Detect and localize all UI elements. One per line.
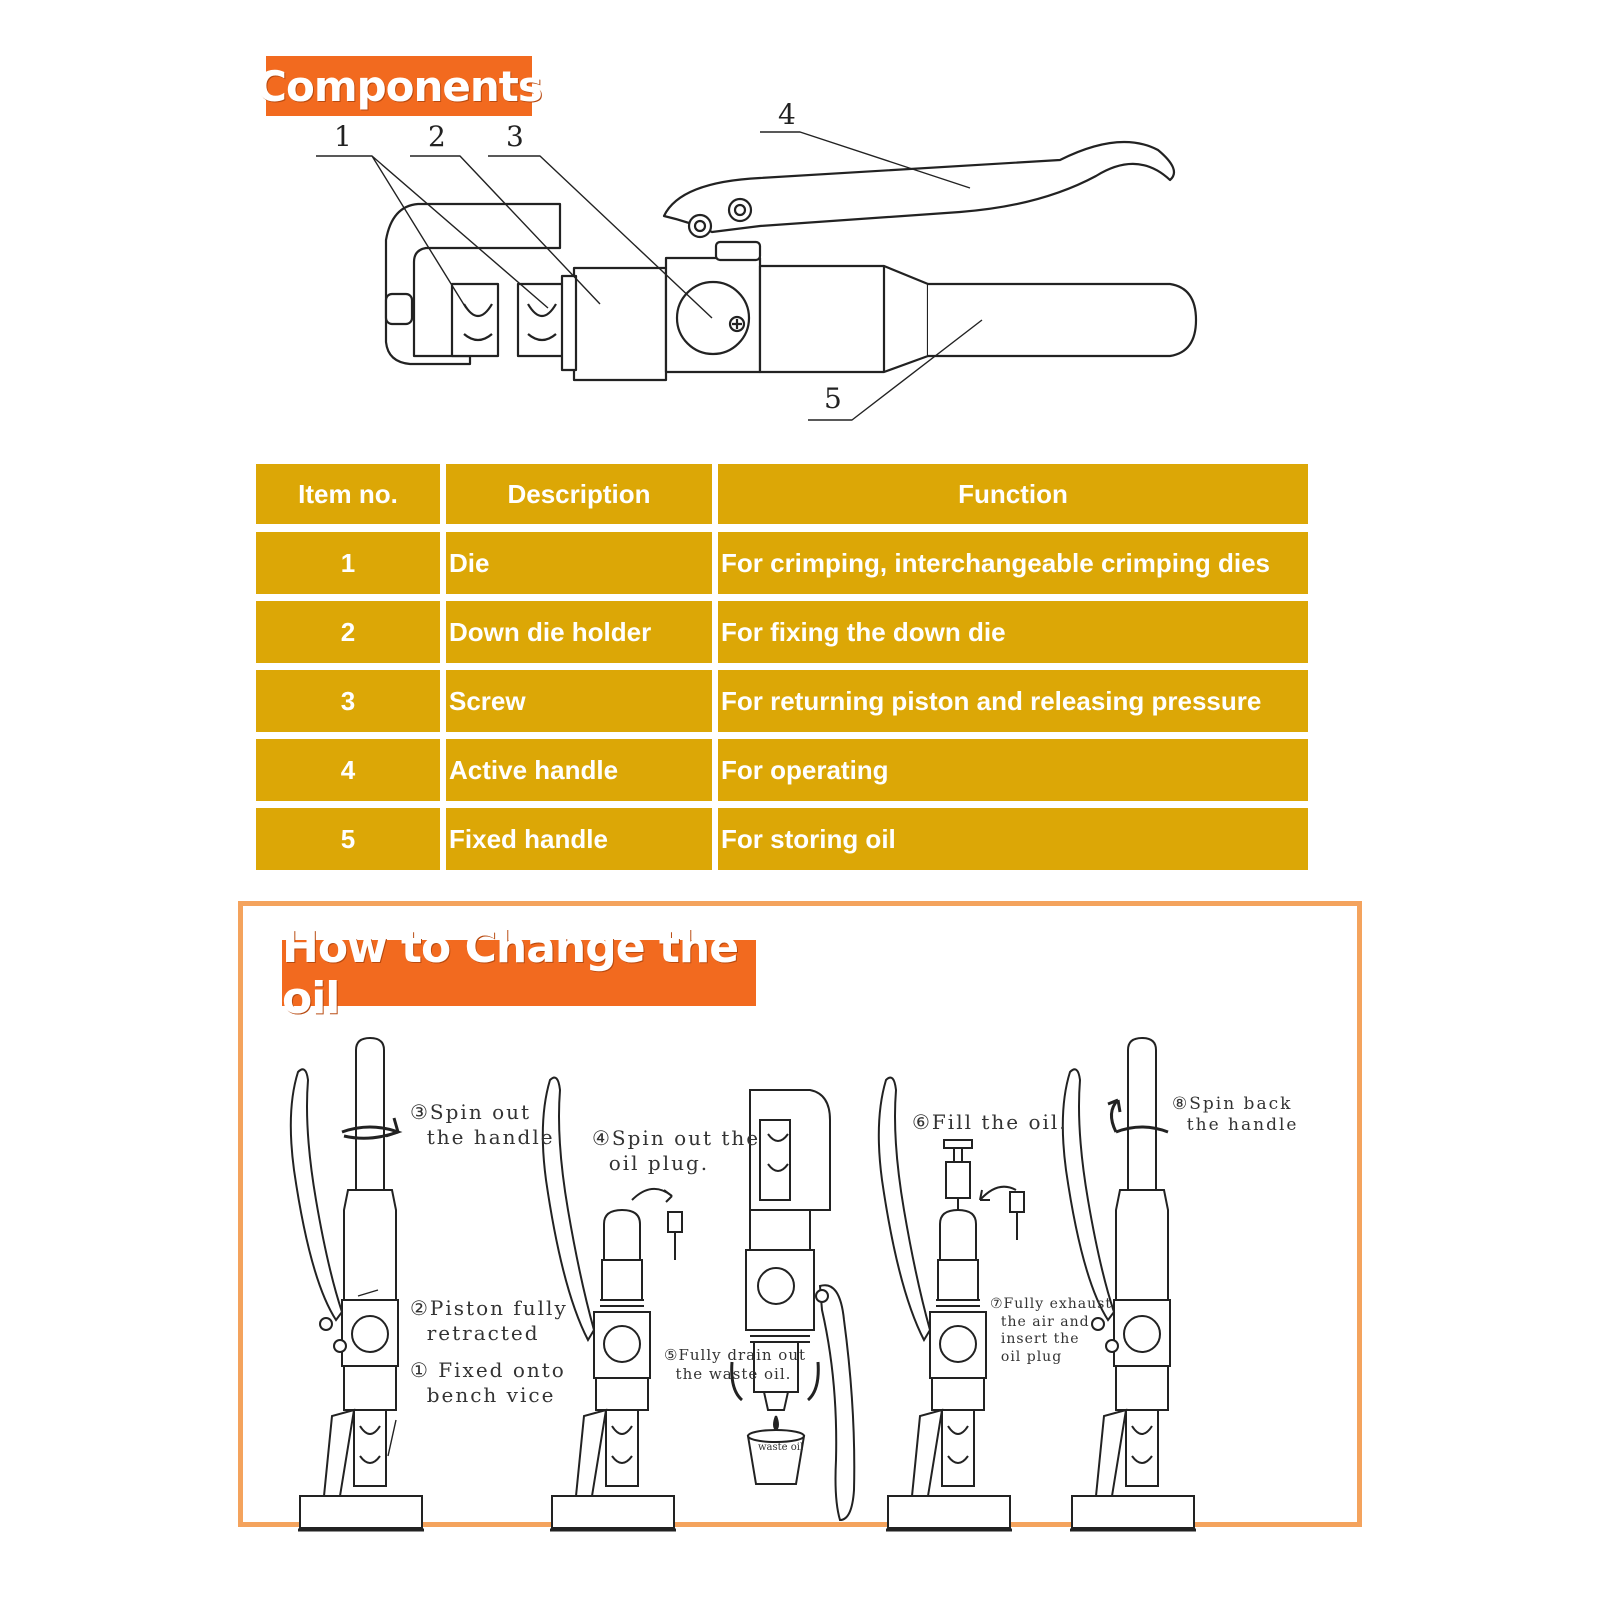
oil-change-frame <box>238 901 1362 1527</box>
row-1-item: 1 <box>256 532 440 594</box>
components-title: Components <box>256 56 543 116</box>
step-6-note: ⑥Fill the oil. <box>912 1110 1068 1134</box>
row-3-function: For returning piston and releasing press… <box>718 670 1308 732</box>
step-5-note: ⑤Fully drain out the waste oil. <box>664 1346 807 1383</box>
step-2-note: ②Piston fully retracted <box>410 1296 568 1345</box>
row-4-function: For operating <box>718 739 1308 801</box>
row-4-description: Active handle <box>446 739 712 801</box>
row-1-description: Die <box>446 532 712 594</box>
components-table: Item no. Description Function 1 Die For … <box>256 464 1308 872</box>
header-function: Function <box>718 464 1308 524</box>
row-2-function: For fixing the down die <box>718 601 1308 663</box>
callout-1: 1 <box>334 120 352 153</box>
row-3-item: 3 <box>256 670 440 732</box>
row-4-item: 4 <box>256 739 440 801</box>
callout-5: 5 <box>824 382 842 415</box>
row-3-description: Screw <box>446 670 712 732</box>
waste-oil-label: waste oil <box>758 1442 803 1453</box>
row-2-item: 2 <box>256 601 440 663</box>
row-5-description: Fixed handle <box>446 808 712 870</box>
step-7-note: ⑦Fully exhaust the air and insert the oi… <box>990 1296 1112 1365</box>
row-2-description: Down die holder <box>446 601 712 663</box>
row-1-function: For crimping, interchangeable crimping d… <box>718 532 1308 594</box>
crimper-diagram: 1 2 3 4 5 <box>316 98 1198 421</box>
row-5-function: For storing oil <box>718 808 1308 870</box>
callout-4: 4 <box>778 98 796 131</box>
callout-3: 3 <box>506 120 524 153</box>
step-1-note: ① Fixed onto bench vice <box>410 1358 566 1407</box>
step-3-note: ③Spin out the handle <box>410 1100 555 1149</box>
header-description: Description <box>446 464 712 524</box>
header-item-no: Item no. <box>256 464 440 524</box>
row-5-item: 5 <box>256 808 440 870</box>
callout-2: 2 <box>428 120 446 153</box>
step-4-note: ④Spin out the oil plug. <box>592 1126 761 1175</box>
step-8-note: ⑧Spin back the handle <box>1172 1094 1299 1136</box>
